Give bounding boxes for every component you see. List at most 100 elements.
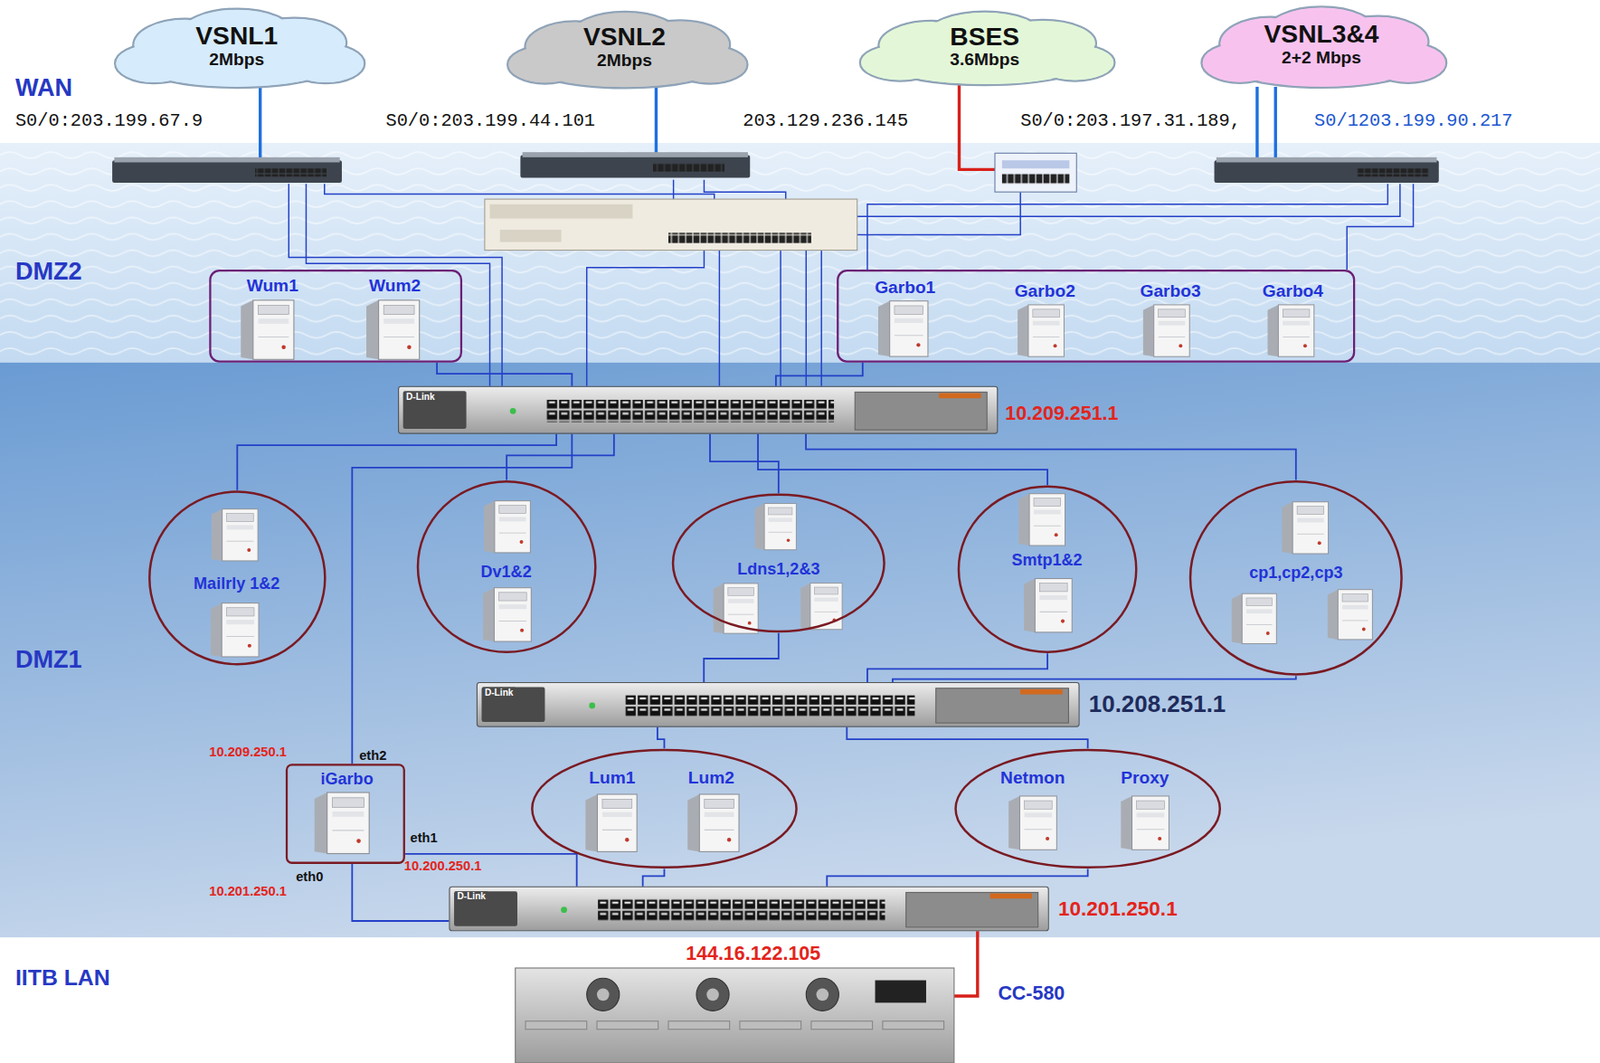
network-link — [351, 434, 572, 765]
dmz1-ground — [0, 362, 1600, 938]
hub — [484, 198, 858, 250]
server-group: Wum1 Wum2 — [208, 269, 463, 363]
node-label: 2Mbps — [208, 49, 265, 70]
node-label: Garbo3 — [1139, 282, 1201, 303]
ip-label: 10.209.250.1 — [208, 745, 287, 761]
network-link — [710, 434, 779, 493]
node-label: 2Mbps — [596, 50, 653, 71]
network-link — [657, 727, 665, 749]
network-link — [436, 362, 572, 387]
server-cluster: Lum1 Lum2 — [530, 747, 799, 869]
zone-band: IITB LAN144.16.122.105CC-580 — [0, 937, 1600, 1063]
server-cluster: cp1,cp2,cp3 — [1188, 479, 1403, 676]
interface-label: eth1 — [410, 831, 438, 847]
node-label: VSNL2 — [583, 21, 666, 51]
node-label: CC-580 — [997, 982, 1065, 1005]
node-label: 3.6Mbps — [949, 49, 1020, 70]
isp-cloud: VSNL3&42+2 Mbps — [1193, 2, 1449, 95]
node-label: IITB LAN — [15, 965, 111, 992]
node-label: Wum2 — [369, 275, 421, 296]
router — [1214, 157, 1440, 183]
node-label: Smtp1&2 — [1011, 550, 1082, 570]
router — [520, 151, 750, 178]
network-link — [757, 434, 1048, 485]
node-label: Lum1 — [588, 767, 635, 788]
server-group: Garbo1Garbo2Garbo3Garbo4 — [836, 269, 1355, 363]
switch-shape — [398, 387, 999, 436]
network-link — [867, 653, 1048, 682]
server-cluster: Dv1&2 — [416, 479, 597, 654]
interface-label: eth0 — [295, 870, 323, 886]
ellipse-shape — [954, 747, 1222, 869]
bses-link — [959, 81, 995, 170]
cloud-shape — [106, 5, 368, 95]
node-label: 144.16.122.105 — [685, 942, 821, 966]
node-label: cp1,cp2,cp3 — [1249, 563, 1343, 583]
ip-label: 203.129.236.145 — [742, 110, 909, 132]
ip-label: S0/1203.199.90.217 — [1314, 110, 1513, 132]
node-label: Wum1 — [246, 275, 299, 296]
network-link — [643, 869, 665, 887]
zone-band: DMZ1 10.209.251.1Mailrly 1&2 Dv1&2 Ldns1,2&… — [0, 362, 1600, 938]
network-link — [826, 869, 1088, 887]
ip-label: S0/0:203.199.67.9 — [15, 110, 203, 132]
node-label: DMZ2 — [15, 256, 83, 285]
node-label: Mailrly 1&2 — [193, 574, 280, 594]
node-label: 10.209.251.1 — [1004, 402, 1118, 426]
network-link — [846, 727, 1088, 749]
node-label: VSNL3&4 — [1264, 18, 1380, 48]
node-label: iGarbo — [321, 769, 374, 789]
node-label: 10.208.251.1 — [1088, 690, 1227, 718]
node-label: VSNL1 — [195, 20, 278, 50]
node-label: Proxy — [1120, 767, 1169, 788]
node-label: DMZ1 — [15, 644, 83, 673]
network-link — [954, 930, 978, 996]
node-label: Ldns1,2&3 — [737, 560, 820, 580]
dmz2-ground — [0, 142, 1600, 363]
node-label: BSES — [949, 21, 1020, 51]
wan-links — [260, 81, 1277, 161]
router — [112, 157, 342, 183]
node-label: 2+2 Mbps — [1281, 47, 1362, 68]
ip-label: 10.201.250.1 — [208, 883, 287, 900]
isp-cloud: VSNL12Mbps — [106, 5, 368, 95]
node-label: Garbo1 — [874, 277, 936, 298]
network-link — [805, 434, 1297, 481]
interface-label: eth2 — [359, 747, 387, 764]
node-label: 10.201.250.1 — [1058, 897, 1178, 921]
node-label: Lum2 — [688, 767, 735, 788]
ellipse-shape — [530, 747, 799, 869]
network-link — [506, 434, 615, 481]
switch-shape — [477, 682, 1081, 729]
ip-label: S0/0:203.199.44.101 — [385, 110, 596, 132]
server-cluster: Netmon Proxy — [954, 747, 1222, 869]
isp-cloud: VSNL22Mbps — [500, 8, 750, 95]
ip-label: 10.200.250.1 — [404, 858, 483, 874]
node-label: Dv1&2 — [480, 562, 531, 582]
switch-shape — [450, 887, 1051, 933]
node-label: Netmon — [1000, 767, 1065, 788]
server-cluster: Ldns1,2&3 — [671, 492, 886, 634]
server-cluster: Mailrly 1&2 — [148, 490, 327, 666]
network-link — [776, 362, 863, 387]
brand-label: D-Link — [404, 391, 437, 403]
server-icons — [210, 300, 1373, 854]
dmz2-texture — [0, 142, 1600, 363]
isp-cloud: BSES3.6Mbps — [852, 8, 1118, 93]
network-link — [892, 675, 1297, 682]
ellipse-shape — [956, 484, 1138, 654]
server-cluster: Smtp1&2 — [956, 484, 1138, 654]
brand-label: D-Link — [482, 687, 516, 699]
network-switch: 10.201.250.1 — [448, 886, 1049, 932]
node-label: WAN — [15, 73, 73, 102]
network-switch: 10.209.251.1 — [397, 386, 998, 435]
network-switch: 10.208.251.1 — [476, 681, 1080, 728]
ip-label: S0/0:203.197.31.189, — [1020, 110, 1241, 132]
router-wires — [288, 179, 1413, 387]
zone-band: DMZ2Wum1 Wum2 Garbo1Garbo2Garbo3Garbo4 — [0, 142, 1600, 363]
core-router: 144.16.122.105CC-580 — [515, 941, 955, 1063]
brand-label: D-Link — [454, 890, 488, 902]
